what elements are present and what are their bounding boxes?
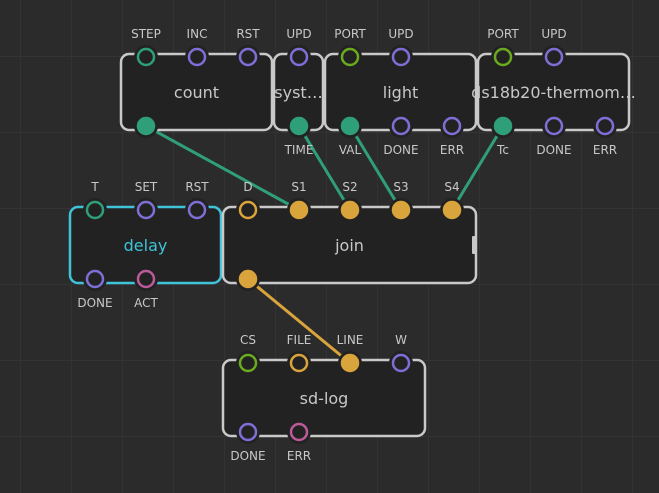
pin-label: SET <box>135 180 158 194</box>
pin-label: W <box>395 333 407 347</box>
pin-in-cs[interactable] <box>238 353 258 373</box>
pin-in-w[interactable] <box>391 353 411 373</box>
pin-label: ERR <box>287 449 311 463</box>
pin-label: ERR <box>440 143 464 157</box>
node-body[interactable] <box>221 358 427 438</box>
node-ds18b20[interactable]: ds18b20-thermom… PORT UPD Tc DONE ERR <box>471 27 636 157</box>
pin-in-s1[interactable] <box>289 200 309 220</box>
pin-in-set[interactable] <box>136 200 156 220</box>
links-layer <box>145 124 505 365</box>
pin-in-inc[interactable] <box>187 47 207 67</box>
link-light-to-join[interactable] <box>348 125 403 211</box>
pin-label: S4 <box>444 180 459 194</box>
pin-label: S1 <box>291 180 306 194</box>
pin-label: STEP <box>131 27 161 41</box>
pin-label: ACT <box>134 296 158 310</box>
pin-label: CS <box>240 333 256 347</box>
pin-label: UPD <box>388 27 413 41</box>
pin-label: TIME <box>284 143 314 157</box>
pin-label: T <box>90 180 99 194</box>
pin-out-time[interactable] <box>289 116 309 136</box>
link-join-to-sdlog[interactable] <box>247 277 351 365</box>
node-title: sd-log <box>300 389 349 408</box>
pin-in-d[interactable] <box>238 200 258 220</box>
pin-label: Tc <box>496 143 509 157</box>
node-title: light <box>383 83 418 102</box>
node-title: count <box>174 83 219 102</box>
pin-out-tc[interactable] <box>493 116 513 136</box>
link-ds18b20-to-join[interactable] <box>450 125 505 211</box>
pin-label: LINE <box>337 333 364 347</box>
pin-label: FILE <box>287 333 312 347</box>
link-count-to-join[interactable] <box>145 124 300 212</box>
pin-label: DONE <box>536 143 571 157</box>
pin-in-s4[interactable] <box>442 200 462 220</box>
pin-in-upd[interactable] <box>544 47 564 67</box>
pin-in-s3[interactable] <box>391 200 411 220</box>
pin-in-upd[interactable] <box>289 47 309 67</box>
pin-label: VAL <box>339 143 362 157</box>
pin-label: D <box>243 180 252 194</box>
pin-label: RST <box>185 180 209 194</box>
pin-label: UPD <box>286 27 311 41</box>
pin-out-done[interactable] <box>544 116 564 136</box>
pin-out-val[interactable] <box>340 116 360 136</box>
pin-in-rst[interactable] <box>187 200 207 220</box>
pin-in-port[interactable] <box>340 47 360 67</box>
pin-in-upd[interactable] <box>391 47 411 67</box>
pin-out-act[interactable] <box>136 269 156 289</box>
node-title: join <box>334 236 364 255</box>
pin-in-step[interactable] <box>136 47 156 67</box>
pin-out-output[interactable] <box>238 269 258 289</box>
node-delay[interactable]: delay T SET RST DONE ACT <box>68 180 223 310</box>
node-light[interactable]: light PORT UPD VAL DONE ERR <box>323 27 478 157</box>
pin-out-err[interactable] <box>289 422 309 442</box>
pin-label: S3 <box>393 180 408 194</box>
pin-label: INC <box>187 27 208 41</box>
node-sdlog[interactable]: sd-log CS FILE LINE W DONE ERR <box>221 333 427 463</box>
pin-in-t[interactable] <box>85 200 105 220</box>
pin-out-done[interactable] <box>85 269 105 289</box>
pin-label: DONE <box>77 296 112 310</box>
node-join[interactable]: join D S1 S2 S3 S4 <box>221 180 478 291</box>
node-title: ds18b20-thermom… <box>471 83 636 102</box>
pin-out-err[interactable] <box>595 116 615 136</box>
pin-label: ERR <box>593 143 617 157</box>
pin-out-done[interactable] <box>238 422 258 442</box>
node-syst[interactable]: syst… UPD TIME <box>272 27 325 157</box>
pin-label: UPD <box>541 27 566 41</box>
pin-in-rst[interactable] <box>238 47 258 67</box>
pin-out-done[interactable] <box>391 116 411 136</box>
pin-label: DONE <box>383 143 418 157</box>
pin-out-output[interactable] <box>136 116 156 136</box>
pin-label: RST <box>236 27 260 41</box>
link-syst-to-join[interactable] <box>297 125 352 211</box>
pin-in-s2[interactable] <box>340 200 360 220</box>
node-title: syst… <box>274 83 322 102</box>
pin-out-err[interactable] <box>442 116 462 136</box>
pin-in-port[interactable] <box>493 47 513 67</box>
node-count[interactable]: count STEP INC RST <box>119 27 274 138</box>
pin-label: PORT <box>334 27 366 41</box>
resize-handle[interactable] <box>472 236 477 254</box>
pin-label: S2 <box>342 180 357 194</box>
pin-label: PORT <box>487 27 519 41</box>
pin-in-line[interactable] <box>340 353 360 373</box>
pin-in-file[interactable] <box>289 353 309 373</box>
node-title: delay <box>124 236 168 255</box>
pin-label: DONE <box>230 449 265 463</box>
